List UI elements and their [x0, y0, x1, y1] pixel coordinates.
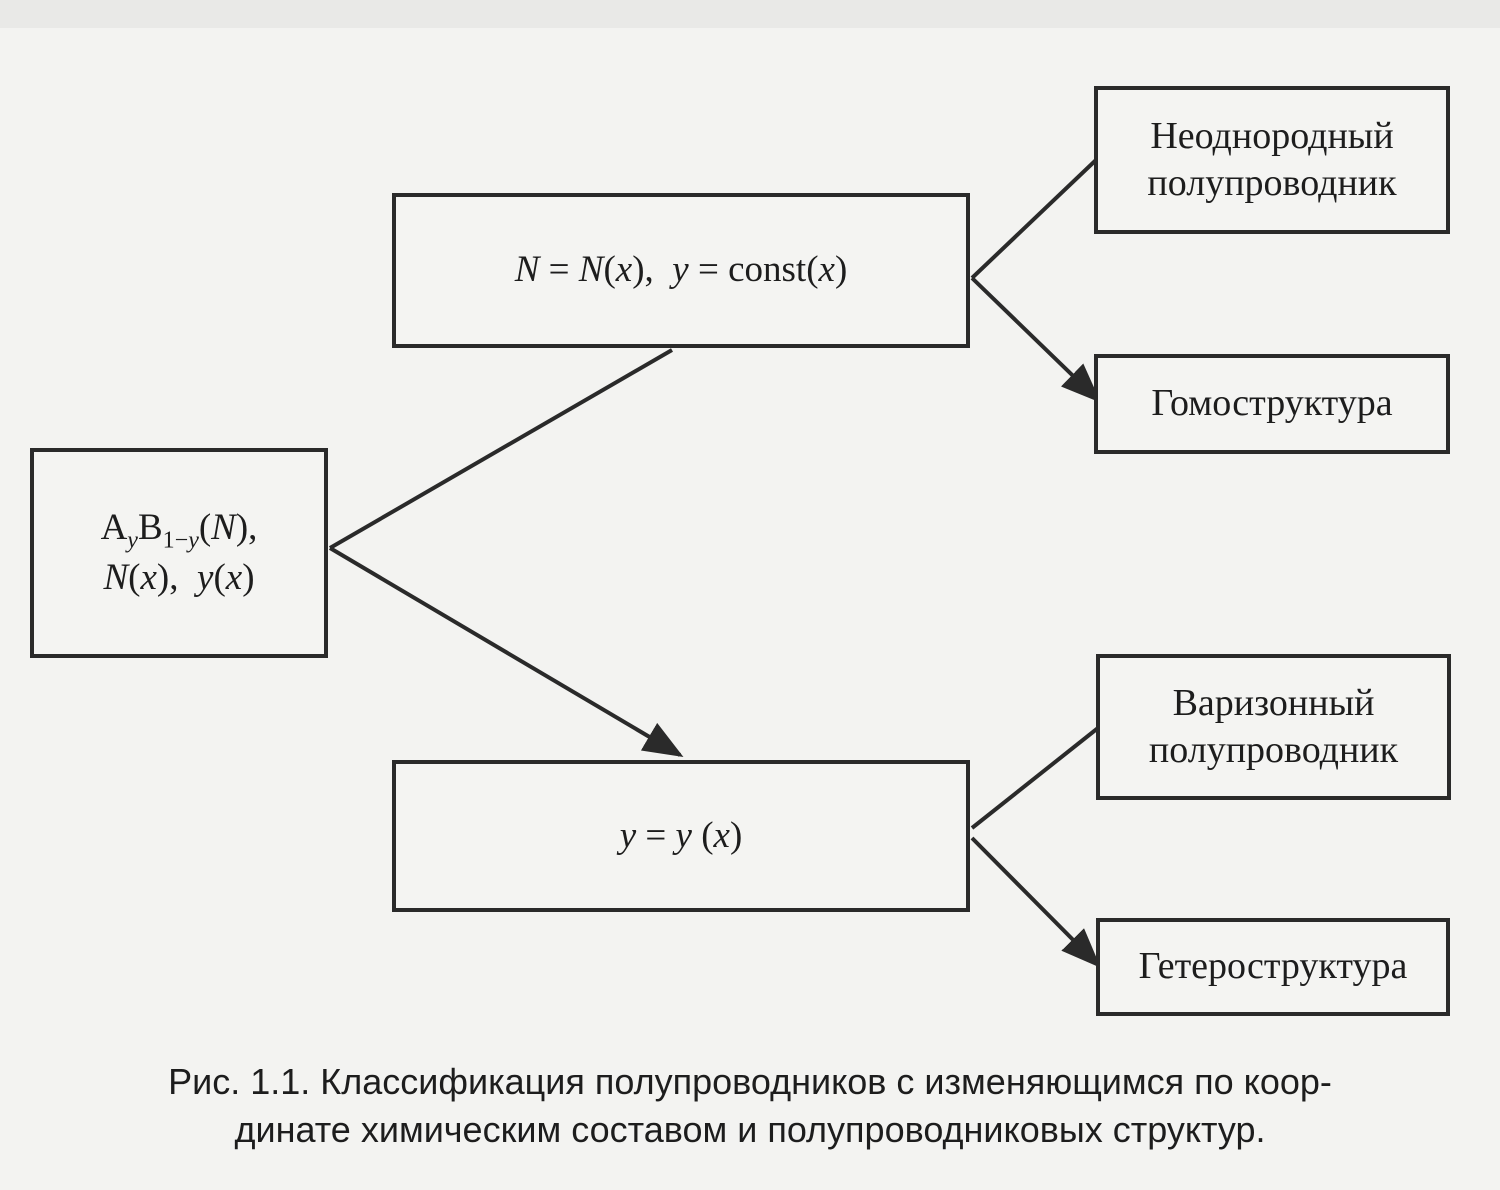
upper-formula: N = N(x), y = const(x) — [514, 249, 848, 291]
edge-upper-to-homostructure — [970, 276, 1101, 403]
root-line-1: AyB1−y(N), — [100, 506, 258, 554]
edge-lower-to-graded_gap — [970, 726, 1100, 830]
root-node: AyB1−y(N), N(x), y(x) — [30, 448, 328, 658]
lower-condition-node: y = y (x) — [392, 760, 970, 912]
homostructure-label: Гомоструктура — [1151, 382, 1393, 425]
edge-root-to-lower — [328, 546, 684, 758]
lower-formula: y = y (x) — [619, 814, 743, 856]
heterostructure-label: Гетероструктура — [1138, 945, 1408, 988]
graded-gap-semiconductor-node: Варизонный полупроводник — [1096, 654, 1451, 800]
heterostructure-node: Гетероструктура — [1096, 918, 1450, 1016]
inhomogeneous-line-1: Неоднородный — [1150, 114, 1394, 157]
upper-condition-node: N = N(x), y = const(x) — [392, 193, 970, 348]
graded-gap-line-2: полупроводник — [1148, 729, 1399, 771]
graded-gap-line-1: Варизонный — [1172, 681, 1375, 724]
edge-upper-to-inhomogeneous — [970, 158, 1098, 280]
page-top-band — [0, 0, 1500, 28]
inhomogeneous-line-2: полупроводник — [1147, 162, 1397, 204]
caption-line-2: динате химическим составом и полупроводн… — [234, 1109, 1266, 1150]
edge-root-to-upper — [328, 348, 674, 550]
edge-lower-to-heterostructure — [970, 836, 1101, 968]
root-line-2: N(x), y(x) — [103, 557, 255, 599]
figure-caption: Рис. 1.1. Классификация полупроводников … — [0, 1058, 1500, 1154]
edges-layer — [328, 158, 1101, 968]
caption-line-1: Рис. 1.1. Классификация полупроводников … — [168, 1061, 1332, 1102]
inhomogeneous-semiconductor-node: Неоднородный полупроводник — [1094, 86, 1450, 234]
homostructure-node: Гомоструктура — [1094, 354, 1450, 454]
